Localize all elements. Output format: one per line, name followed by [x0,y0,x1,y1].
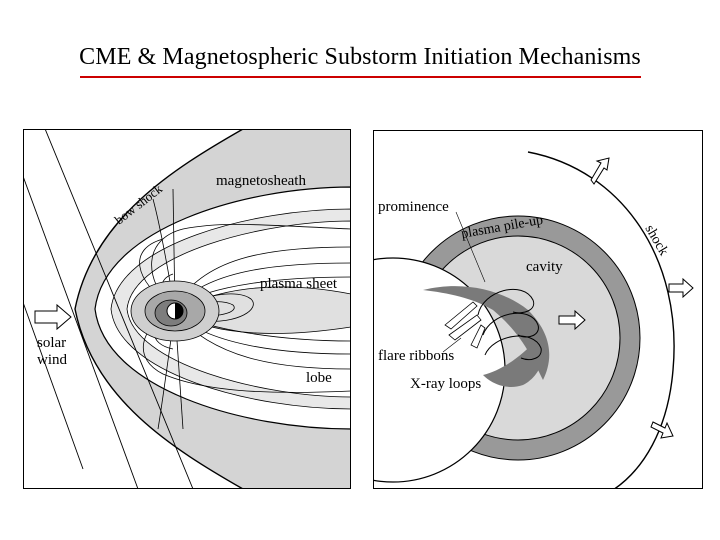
shock-arrow-top [590,157,610,185]
prominence-label: prominence [378,199,449,215]
plasma-sheet-label: plasma sheet [260,276,338,292]
cme-motion-arrow [558,309,586,331]
bow-shock-line [74,129,244,489]
x-ray-loop [477,288,535,316]
x-ray-loops-label: X-ray loops [410,376,481,392]
prominence-shape [423,286,550,380]
title-underline [80,76,641,78]
flare-ribbons-label: flare ribbons [378,348,454,364]
cme-diagram: prominence plasma pile-up cavity shock f… [373,130,703,489]
slide-title: CME & Magnetospheric Substorm Initiation… [79,44,641,70]
magnetosheath-label: magnetosheath [216,173,306,189]
solar-label: solar [37,335,66,351]
solar-wind-arrow [34,303,72,331]
magnetosphere-diagram: bow shock magnetosheath plasma sheet sol… [23,129,351,489]
shock-arrow-right [668,277,694,299]
shock-label: shock [642,223,671,259]
shock-arrow-bottom [650,421,674,439]
cavity-label: cavity [526,259,563,275]
lobe-label: lobe [306,370,332,386]
wind-label: wind [37,352,68,368]
flare-ribbon [444,301,478,330]
